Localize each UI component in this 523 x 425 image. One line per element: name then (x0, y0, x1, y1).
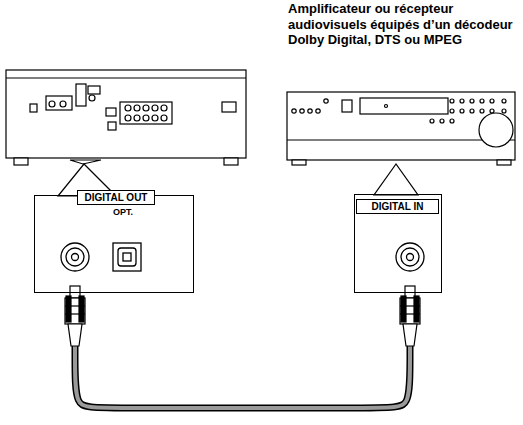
cable-outline (75, 293, 410, 408)
coaxial-cable (75, 293, 410, 408)
cd-player-rear (6, 70, 246, 165)
callout-box: DIGITAL IN (354, 194, 442, 293)
rca-plug (65, 286, 420, 346)
connector-label: OPT. (113, 208, 133, 218)
device-caption: Amplificateur ou récepteur audiovisuels … (288, 1, 520, 48)
jack-sockets (61, 243, 424, 271)
callout-box: DIGITAL OUTOPT. (34, 195, 194, 293)
av-amplifier (287, 92, 515, 165)
terminal-label: DIGITAL OUT (77, 190, 155, 205)
terminal-label: DIGITAL IN (356, 199, 439, 214)
cable-core (75, 293, 410, 408)
